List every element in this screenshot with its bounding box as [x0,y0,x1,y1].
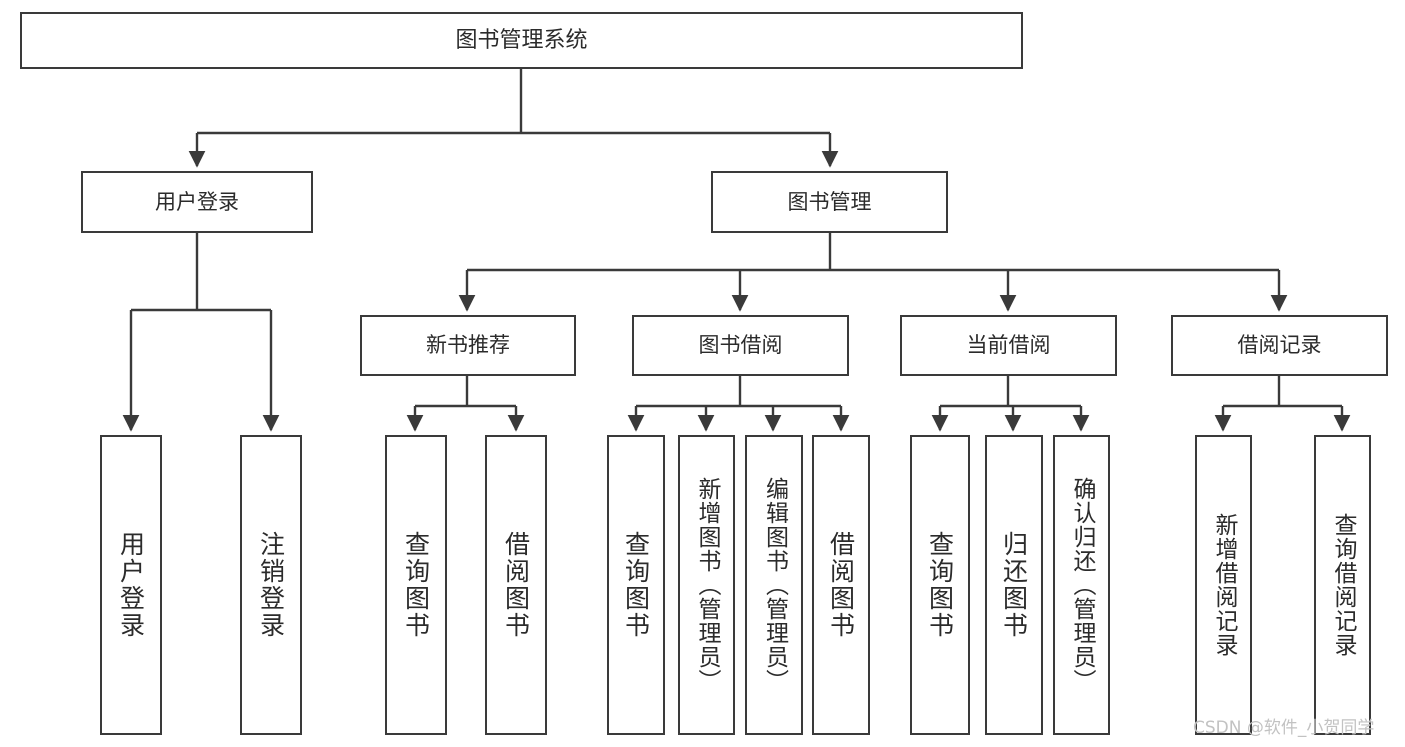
leaf-query-book-newbook[interactable]: 查询图书 [385,435,447,735]
node-label: 编辑图书（管理员） [761,477,788,693]
node-label: 借阅图书 [826,531,856,639]
leaf-user-login[interactable]: 用户登录 [100,435,162,735]
node-label: 图书借阅 [698,333,783,358]
node-root[interactable]: 图书管理系统 [20,12,1023,69]
leaf-query-book-borrow[interactable]: 查询图书 [607,435,665,735]
node-current-borrow[interactable]: 当前借阅 [900,315,1117,376]
node-label: 借阅图书 [501,531,531,639]
leaf-return-book[interactable]: 归还图书 [985,435,1043,735]
leaf-edit-book-admin[interactable]: 编辑图书（管理员） [745,435,803,735]
node-label: 图书管理系统 [455,27,588,53]
csdn-watermark: CSDN @软件_小贺同学 [1193,718,1375,738]
node-label: 新增借阅记录 [1211,513,1237,657]
node-label: 图书管理 [787,189,872,214]
leaf-borrow-book-newbook[interactable]: 借阅图书 [485,435,547,735]
node-book-borrow[interactable]: 图书借阅 [632,315,849,376]
node-book-management[interactable]: 图书管理 [711,171,948,233]
node-label: 新书推荐 [426,333,510,358]
node-new-book-recommend[interactable]: 新书推荐 [360,315,576,376]
node-user-login[interactable]: 用户登录 [81,171,313,233]
leaf-add-book-admin[interactable]: 新增图书（管理员） [678,435,735,735]
node-label: 查询图书 [925,531,955,639]
leaf-query-borrow-record[interactable]: 查询借阅记录 [1314,435,1371,735]
leaf-logout[interactable]: 注销登录 [240,435,302,735]
node-label: 用户登录 [155,189,239,214]
leaf-query-book-current[interactable]: 查询图书 [910,435,970,735]
node-label: 当前借阅 [966,333,1051,358]
node-label: 用户登录 [116,531,146,639]
leaf-borrow-book-borrow[interactable]: 借阅图书 [812,435,870,735]
node-label: 确认归还（管理员） [1069,477,1095,693]
node-label: 借阅记录 [1237,333,1322,358]
node-label: 查询借阅记录 [1330,513,1356,657]
node-label: 查询图书 [621,531,651,639]
node-label: 注销登录 [256,531,286,639]
leaf-confirm-return-admin[interactable]: 确认归还（管理员） [1053,435,1110,735]
node-label: 查询图书 [401,531,431,639]
node-borrow-records[interactable]: 借阅记录 [1171,315,1388,376]
node-label: 归还图书 [999,531,1029,639]
node-label: 新增图书（管理员） [694,477,720,693]
leaf-add-borrow-record[interactable]: 新增借阅记录 [1195,435,1252,735]
